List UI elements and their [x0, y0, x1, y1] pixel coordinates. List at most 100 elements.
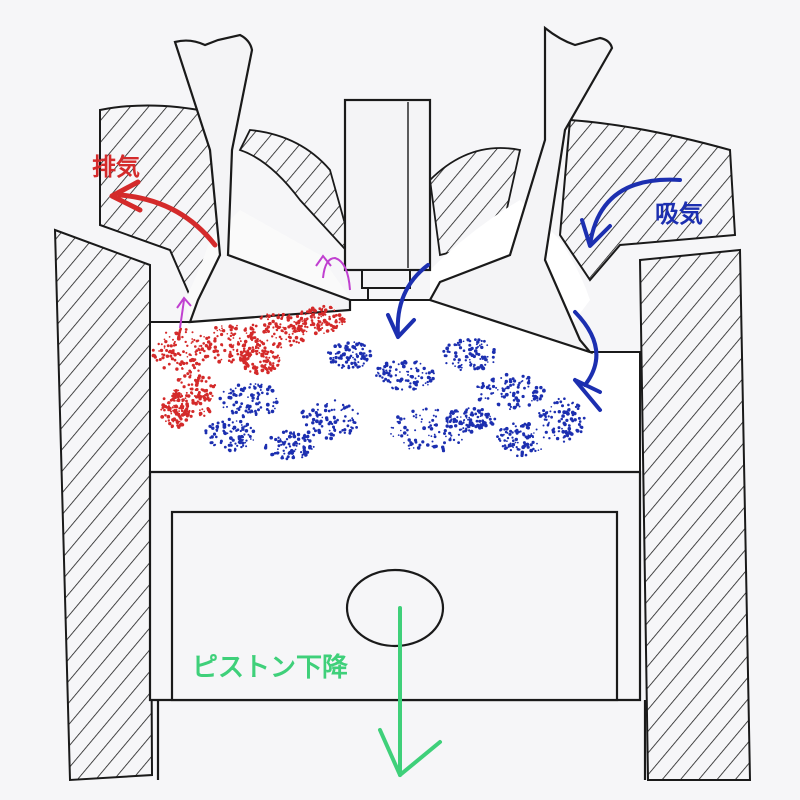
mixture-particle [185, 391, 188, 394]
mixture-particle [529, 443, 533, 447]
mixture-particle [355, 353, 358, 356]
mixture-particle [194, 395, 199, 399]
mixture-particle [504, 382, 507, 385]
mixture-particle [234, 400, 239, 404]
mixture-particle [238, 406, 241, 409]
mixture-particle [352, 351, 354, 354]
piston-down-label: ピストン下降 [192, 653, 349, 683]
mixture-particle [300, 310, 304, 314]
mixture-particle [468, 343, 472, 347]
mixture-particle [475, 352, 479, 356]
mixture-particle [324, 313, 327, 316]
mixture-particle [227, 417, 231, 421]
mixture-particle [232, 348, 235, 351]
mixture-particle [453, 409, 458, 413]
mixture-particle [206, 340, 211, 344]
mixture-particle [261, 352, 265, 357]
mixture-particle [321, 327, 324, 329]
mixture-particle [314, 411, 318, 415]
mixture-particle [234, 387, 237, 390]
mixture-particle [465, 416, 468, 419]
mixture-particle [450, 434, 453, 437]
mixture-particle [424, 407, 428, 411]
mixture-particle [358, 341, 361, 345]
mixture-particle [243, 354, 247, 358]
mixture-particle [353, 345, 357, 349]
mixture-particle [462, 349, 466, 353]
mixture-particle [450, 414, 452, 417]
mixture-particle [267, 409, 270, 412]
mixture-particle [313, 316, 316, 319]
mixture-particle [491, 350, 496, 354]
mixture-particle [244, 429, 249, 433]
mixture-particle [326, 402, 329, 405]
mixture-particle [333, 408, 336, 411]
mixture-particle [436, 408, 440, 412]
mixture-particle [272, 367, 275, 370]
mixture-particle [209, 346, 212, 349]
mixture-particle [475, 346, 478, 350]
mixture-particle [263, 349, 267, 353]
mixture-particle [240, 354, 244, 357]
mixture-particle [308, 311, 311, 314]
mixture-particle [251, 399, 254, 403]
mixture-particle [448, 431, 452, 435]
mixture-particle [236, 444, 239, 447]
mixture-particle [363, 344, 366, 347]
mixture-particle [249, 370, 252, 373]
mixture-particle [267, 314, 271, 319]
mixture-particle [208, 424, 212, 428]
mixture-particle [462, 340, 465, 343]
mixture-particle [223, 431, 227, 436]
mixture-particle [250, 393, 254, 397]
mixture-particle [341, 352, 345, 356]
mixture-particle [196, 339, 200, 342]
mixture-particle [269, 361, 272, 364]
mixture-particle [316, 403, 319, 406]
mixture-particle [209, 342, 213, 346]
mixture-particle [282, 330, 284, 333]
mixture-particle [238, 394, 241, 397]
mixture-particle [178, 410, 181, 412]
mixture-particle [534, 385, 539, 390]
mixture-particle [309, 315, 313, 318]
mixture-particle [331, 358, 335, 362]
mixture-particle [277, 436, 280, 439]
mixture-particle [226, 432, 229, 435]
mixture-particle [488, 417, 492, 421]
mixture-particle [496, 435, 499, 438]
mixture-particle [197, 362, 201, 366]
mixture-particle [277, 313, 280, 316]
mixture-particle [173, 389, 175, 392]
mixture-particle [180, 422, 184, 426]
mixture-particle [419, 414, 421, 417]
mixture-particle [198, 397, 202, 401]
mixture-particle [167, 350, 171, 354]
mixture-particle [469, 421, 474, 426]
mixture-particle [232, 344, 235, 346]
mixture-particle [506, 436, 510, 440]
mixture-particle [420, 418, 423, 421]
mixture-particle [347, 364, 350, 368]
mixture-particle [543, 418, 547, 421]
mixture-particle [170, 412, 173, 415]
mixture-particle [456, 410, 459, 413]
mixture-particle [351, 426, 354, 430]
mixture-particle [504, 372, 509, 377]
mixture-particle [236, 324, 238, 327]
mixture-particle [257, 347, 260, 350]
mixture-particle [285, 338, 288, 341]
mixture-particle [201, 408, 204, 411]
mixture-particle [353, 341, 356, 344]
mixture-particle [203, 410, 205, 413]
mixture-particle [213, 356, 217, 360]
mixture-particle [476, 340, 480, 344]
mixture-particle [302, 322, 305, 325]
mixture-particle [205, 392, 209, 396]
mixture-particle [245, 445, 248, 448]
mixture-particle [229, 430, 232, 433]
mixture-particle [294, 448, 297, 451]
mixture-particle [230, 360, 234, 364]
mixture-particle [463, 412, 466, 415]
mixture-particle [194, 388, 197, 391]
